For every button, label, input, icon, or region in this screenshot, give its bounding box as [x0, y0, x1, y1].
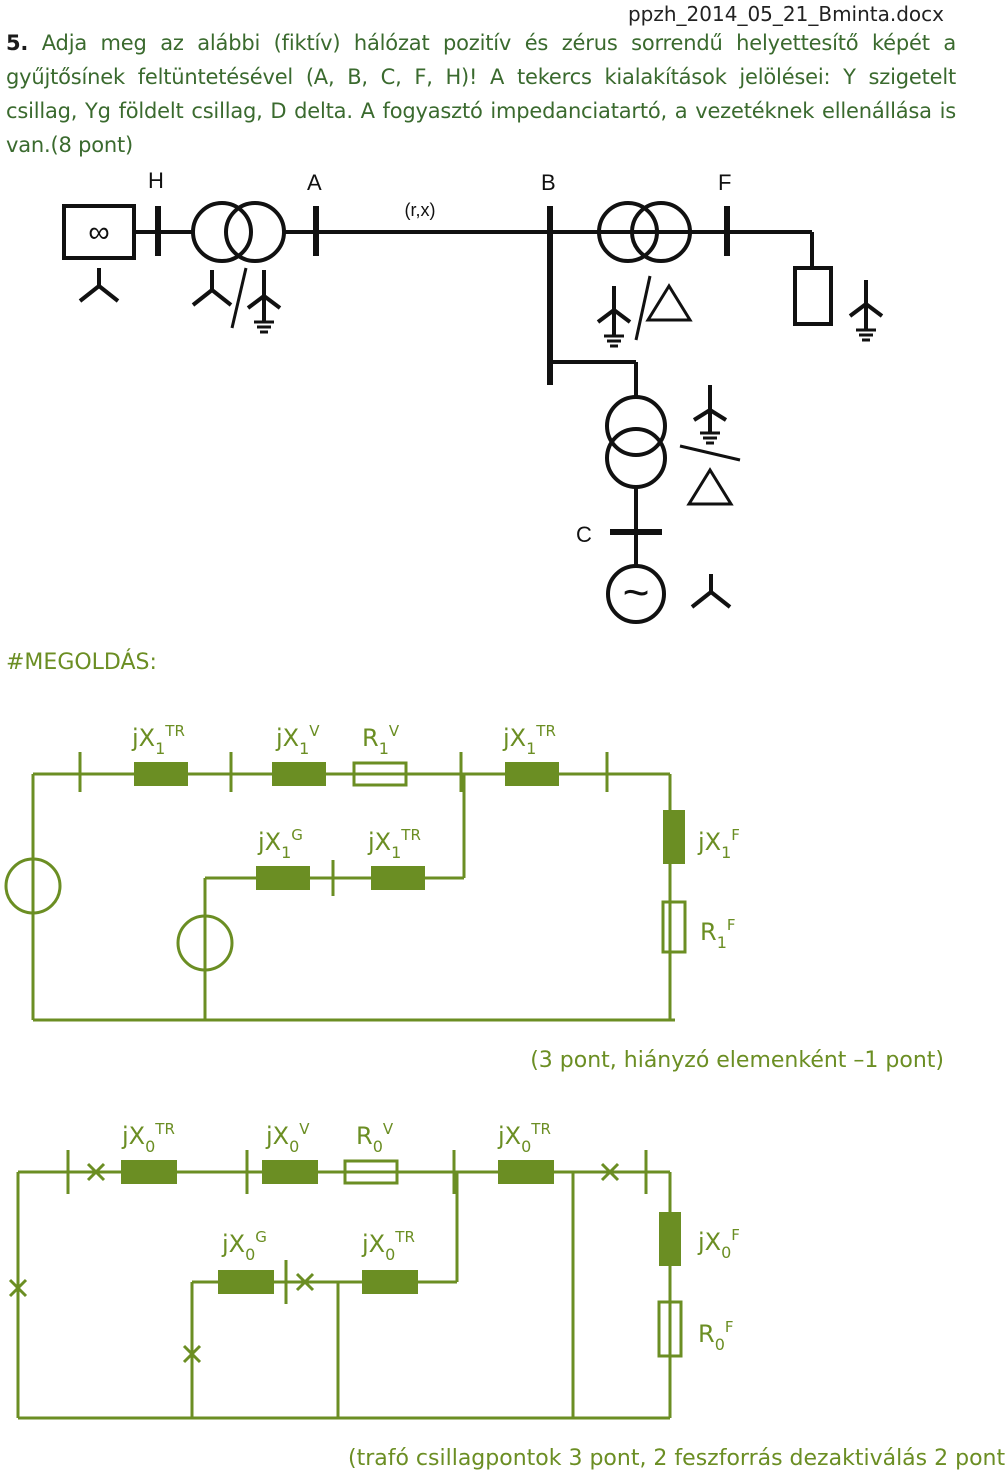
- zero-jx0v-reactance: [262, 1160, 318, 1184]
- pos-label-jx1f: jX1F: [697, 826, 740, 862]
- pos-jx1tr-a-reactance: [134, 762, 188, 786]
- infinite-symbol: ∞: [88, 216, 109, 249]
- zero-jx0tr-a-reactance: [121, 1160, 177, 1184]
- solution-heading: #MEGOLDÁS:: [6, 650, 157, 675]
- transformer-bc-winding-1: [605, 395, 667, 457]
- question-body: Adja meg az alábbi (fiktív) hálózat pozi…: [6, 31, 957, 157]
- zero-sequence-network: jX0TR jX0V R0V jX0TR jX0G jX0TR jX0F R0F: [8, 1120, 740, 1420]
- pos-jx1g-reactance: [256, 866, 310, 890]
- zero-jx0tr-b-reactance: [498, 1160, 554, 1184]
- pos-label-jx1tr-c: jX1TR: [367, 826, 421, 862]
- bus-label-b: B: [541, 170, 556, 195]
- zero-r0v-resistor: [343, 1159, 399, 1185]
- zero-label-jx0v: jX0V: [265, 1120, 310, 1156]
- zero-label-jx0tr-a: jX0TR: [121, 1120, 175, 1156]
- bus-label-c: C: [576, 522, 592, 547]
- zero-label-jx0g: jX0G: [221, 1228, 267, 1264]
- transformer-ha-winding-2: [224, 201, 286, 263]
- pos-r1v-resistor: [352, 761, 408, 787]
- transformer-bf-winding-2: [630, 201, 692, 263]
- bus-label-a: A: [307, 170, 322, 195]
- pos-jx1f-reactance: [663, 810, 685, 864]
- grounded-star-tr-ha: [246, 270, 282, 334]
- slash-tr-bf: [634, 275, 652, 341]
- positive-scoring-note: (3 pont, hiányzó elemenként –1 pont): [530, 1048, 944, 1073]
- delta-symbol-tr-bf: [645, 283, 693, 322]
- pos-jx1tr-b-reactance: [505, 762, 559, 786]
- positive-sequence-network: jX1TR jX1V R1V jX1TR jX1G jX1TR jX1F R1F: [4, 722, 740, 1022]
- star-symbol-tr-ha: [191, 270, 233, 307]
- generator-circle: [606, 564, 666, 624]
- pos-source-generator: [176, 914, 234, 972]
- zero-break-mark-1: [86, 1162, 106, 1182]
- zero-break-mark-2: [600, 1162, 620, 1182]
- slash-tr-ha: [230, 267, 248, 329]
- zero-jx0tr-c-reactance: [362, 1270, 418, 1294]
- zero-break-mark-3: [8, 1278, 28, 1298]
- grounded-star-tr-bc: [692, 385, 728, 445]
- document-filename: ppzh_2014_05_21_Bminta.docx: [627, 2, 944, 26]
- pos-label-jx1tr-b: jX1TR: [502, 722, 556, 758]
- pos-label-jx1tr-a: jX1TR: [131, 722, 185, 758]
- zero-label-jx0f: jX0F: [697, 1226, 740, 1262]
- transformer-ha-winding-1: [191, 201, 253, 263]
- pos-label-r1v: R1V: [362, 722, 400, 758]
- zero-r0f-resistor: [657, 1300, 683, 1358]
- pos-label-jx1v: jX1V: [275, 722, 320, 758]
- transformer-bc-winding-2: [605, 427, 667, 489]
- generator-tilde: ~: [623, 566, 650, 618]
- zero-label-r0f: R0F: [698, 1318, 734, 1354]
- transformer-bf-winding-1: [597, 201, 659, 263]
- zero-label-jx0tr-c: jX0TR: [361, 1228, 415, 1264]
- zero-jx0g-reactance: [218, 1270, 274, 1294]
- zero-label-jx0tr-b: jX0TR: [497, 1120, 551, 1156]
- pos-jx1tr-c-reactance: [371, 866, 425, 890]
- pos-jx1v-reactance: [272, 762, 326, 786]
- bus-label-h: H: [148, 168, 164, 193]
- zero-label-r0v: R0V: [356, 1120, 394, 1156]
- pos-source-infinite: [4, 857, 62, 915]
- line-label: (r,x): [405, 200, 436, 220]
- question-number: 5.: [6, 31, 29, 55]
- pos-label-jx1g: jX1G: [257, 826, 303, 862]
- star-symbol-generator: [690, 574, 732, 609]
- grounded-star-tr-bf: [596, 286, 632, 348]
- zero-scoring-note: (trafó csillagpontok 3 pont, 2 feszforrá…: [348, 1446, 1005, 1471]
- zero-break-mark-5: [182, 1344, 202, 1364]
- delta-symbol-tr-bc: [686, 467, 734, 506]
- pos-label-r1f: R1F: [700, 916, 736, 952]
- pos-r1f-resistor: [661, 900, 687, 954]
- load-impedance-box: [793, 266, 833, 326]
- zero-jx0f-reactance: [659, 1212, 681, 1266]
- slash-tr-bc: [679, 444, 741, 462]
- bus-label-f: F: [718, 170, 731, 195]
- question-text: 5. Adja meg az alábbi (fiktív) hálózat p…: [6, 26, 956, 162]
- zero-break-mark-4: [295, 1272, 315, 1292]
- one-line-diagram: ∞ ~ H A (r,x) B F C: [62, 168, 884, 624]
- grounded-star-load: [848, 280, 884, 342]
- star-symbol-infinite: [78, 268, 120, 303]
